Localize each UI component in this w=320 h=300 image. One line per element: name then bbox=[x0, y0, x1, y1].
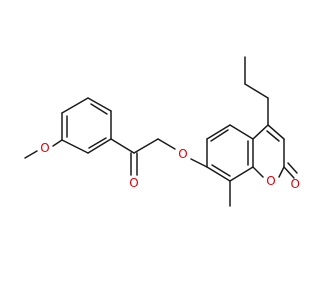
coumarin-benz-4 bbox=[229, 124, 254, 140]
pyranone-double bbox=[266, 130, 280, 142]
phenyl-double-2 bbox=[90, 103, 108, 115]
bond-o-phenyl bbox=[52, 139, 63, 147]
methoxy-oxygen-label: O bbox=[40, 141, 49, 155]
pyranone-4 bbox=[267, 124, 285, 140]
phenyl-bond-5 bbox=[87, 138, 112, 154]
coumarin-benz-1 bbox=[206, 166, 231, 182]
lactone-double-b bbox=[287, 162, 298, 174]
ketone-oxygen-label: O bbox=[129, 176, 138, 190]
bond-phenyl-carbonyl bbox=[110, 138, 135, 154]
molecule-structure: O O O O O bbox=[24, 56, 300, 207]
phenyl-bond-2 bbox=[61, 97, 89, 114]
ether-oxygen-label: O bbox=[178, 147, 187, 161]
bond-ether-o-c7 bbox=[190, 158, 208, 168]
lactone-oxygen-label: O bbox=[291, 177, 300, 191]
structure-canvas: O O O O O bbox=[24, 56, 300, 207]
phenyl-bond-6 bbox=[61, 139, 89, 154]
bond-carbonyl-ch2 bbox=[133, 138, 159, 154]
propyl-2 bbox=[244, 83, 269, 99]
ring-oxygen-label: O bbox=[266, 174, 275, 188]
phenyl-double-3 bbox=[88, 137, 107, 149]
methoxy-o-bg bbox=[38, 141, 52, 155]
ether-o-bg bbox=[176, 147, 190, 161]
phenyl-bond-3 bbox=[87, 97, 112, 112]
coumarin-benz-5 bbox=[206, 124, 231, 140]
coumarin-benz-double-1 bbox=[211, 164, 231, 177]
lactone-double-a bbox=[283, 166, 295, 179]
pyranone-2 bbox=[278, 166, 285, 178]
bond-methyl-o bbox=[24, 150, 38, 159]
bond-ch2-ether-o bbox=[157, 138, 176, 150]
coumarin-benz-double-3 bbox=[210, 129, 229, 142]
pyranone-1 bbox=[252, 166, 264, 178]
pyranone-5 bbox=[252, 124, 269, 140]
coumarin-benz-2 bbox=[229, 166, 254, 182]
